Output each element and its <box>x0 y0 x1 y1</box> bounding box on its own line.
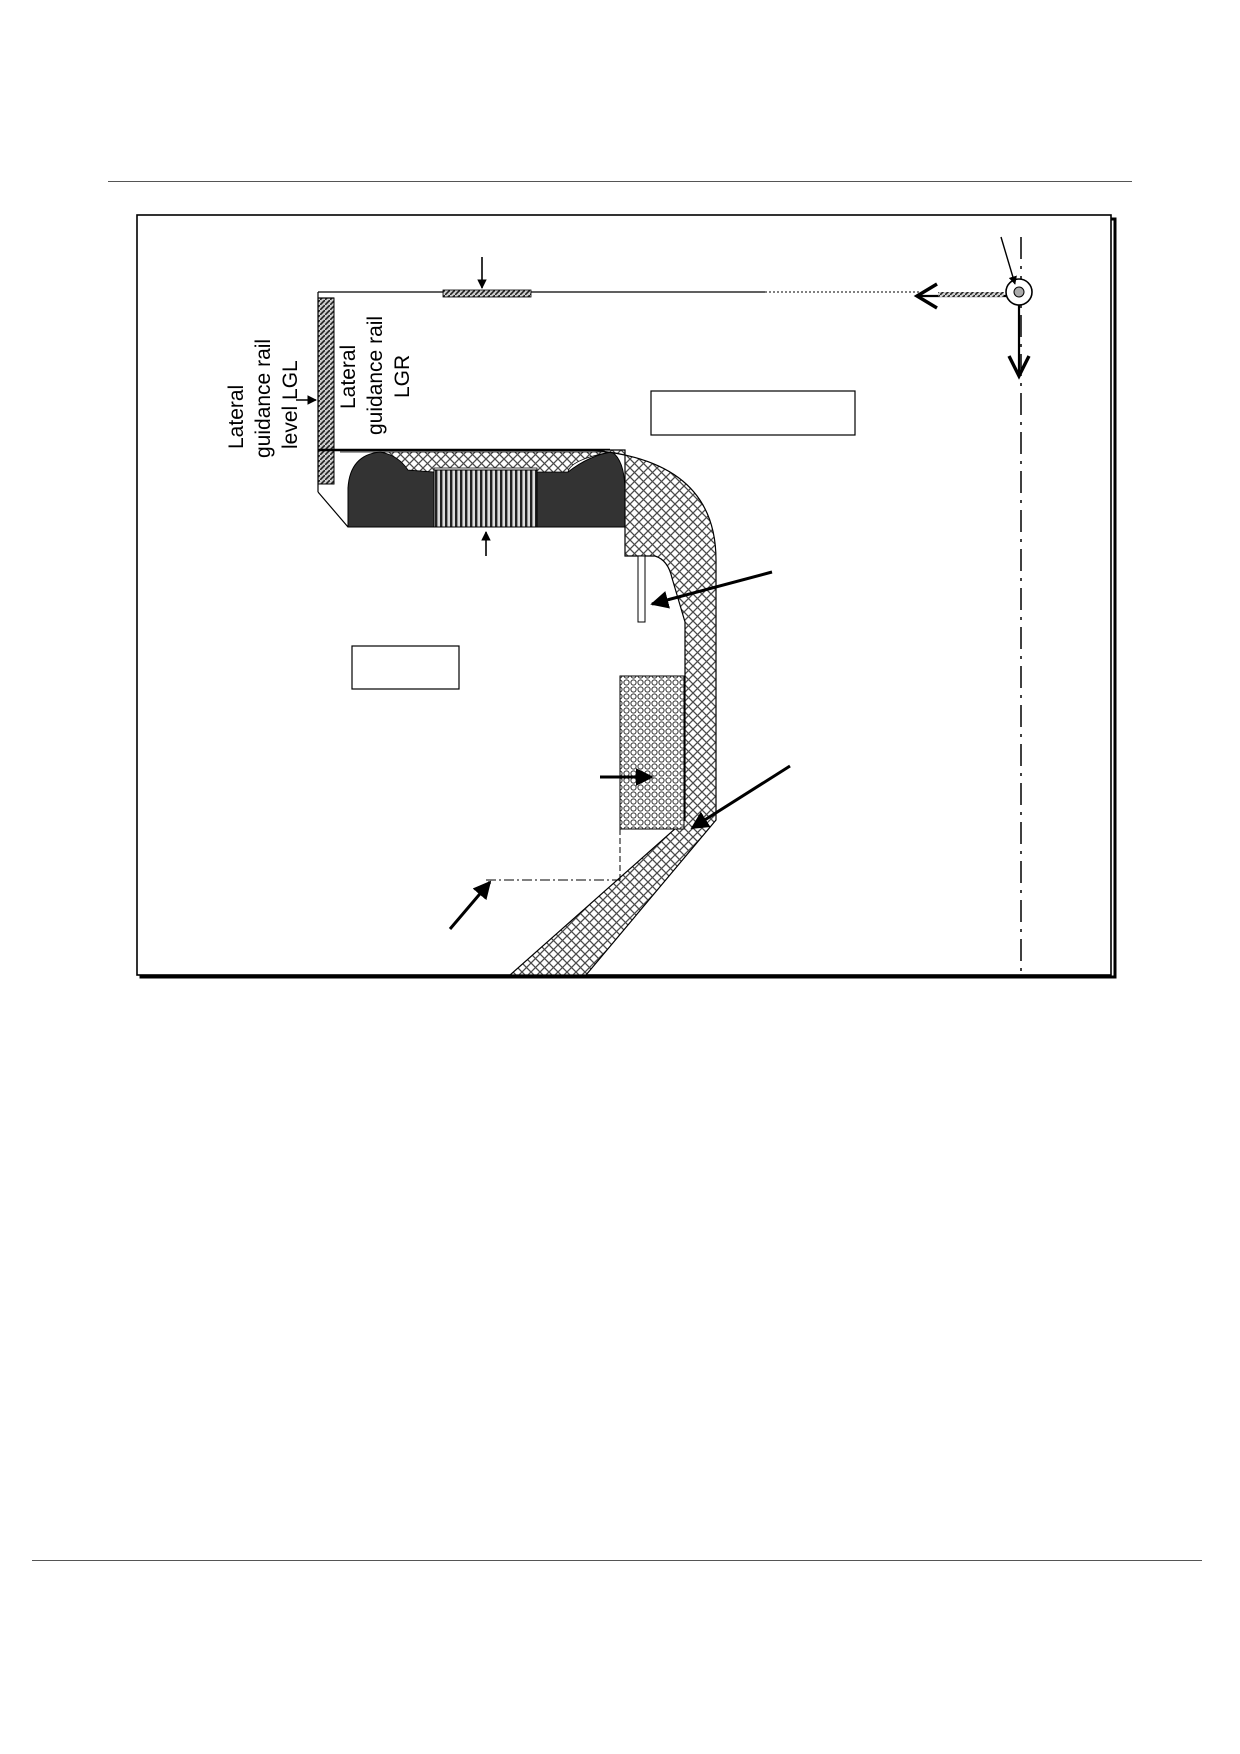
origin-pointer <box>1000 236 1017 285</box>
y-axis-arrowhead <box>913 282 938 310</box>
empty-label-box-right <box>650 390 856 436</box>
wheel-back-block <box>619 675 685 830</box>
reference-bar <box>442 289 532 298</box>
z-axis-arrowhead <box>1007 355 1031 380</box>
wheel-tread-upper <box>340 451 611 473</box>
lgl-label-line1: Lateral <box>225 385 248 449</box>
striped-center-block <box>433 469 538 528</box>
lgl-label-line3: level LGL <box>279 360 302 449</box>
lgr-label-line1: Lateral <box>337 345 360 409</box>
wheel-flange-body <box>508 449 717 976</box>
lgr-label-line3: LGR <box>391 355 414 398</box>
origin-dot <box>1013 286 1025 298</box>
rail-to-wheel-link <box>317 491 349 528</box>
flange-body-arrow <box>690 764 791 830</box>
top-rule <box>108 181 1132 182</box>
flange-strip <box>637 555 646 623</box>
diagram-frame <box>136 214 1112 976</box>
flange-strip-arrow <box>650 570 773 609</box>
lgr-label-line2: guidance rail <box>364 316 387 435</box>
y-axis-hatch <box>938 292 1004 297</box>
lgl-label-line2: guidance rail <box>252 339 275 458</box>
empty-label-box-left <box>351 645 460 690</box>
lateral-guidance-rail <box>317 297 335 485</box>
bottom-rule <box>32 1560 1202 1561</box>
lower-ref-arrow <box>448 880 492 930</box>
